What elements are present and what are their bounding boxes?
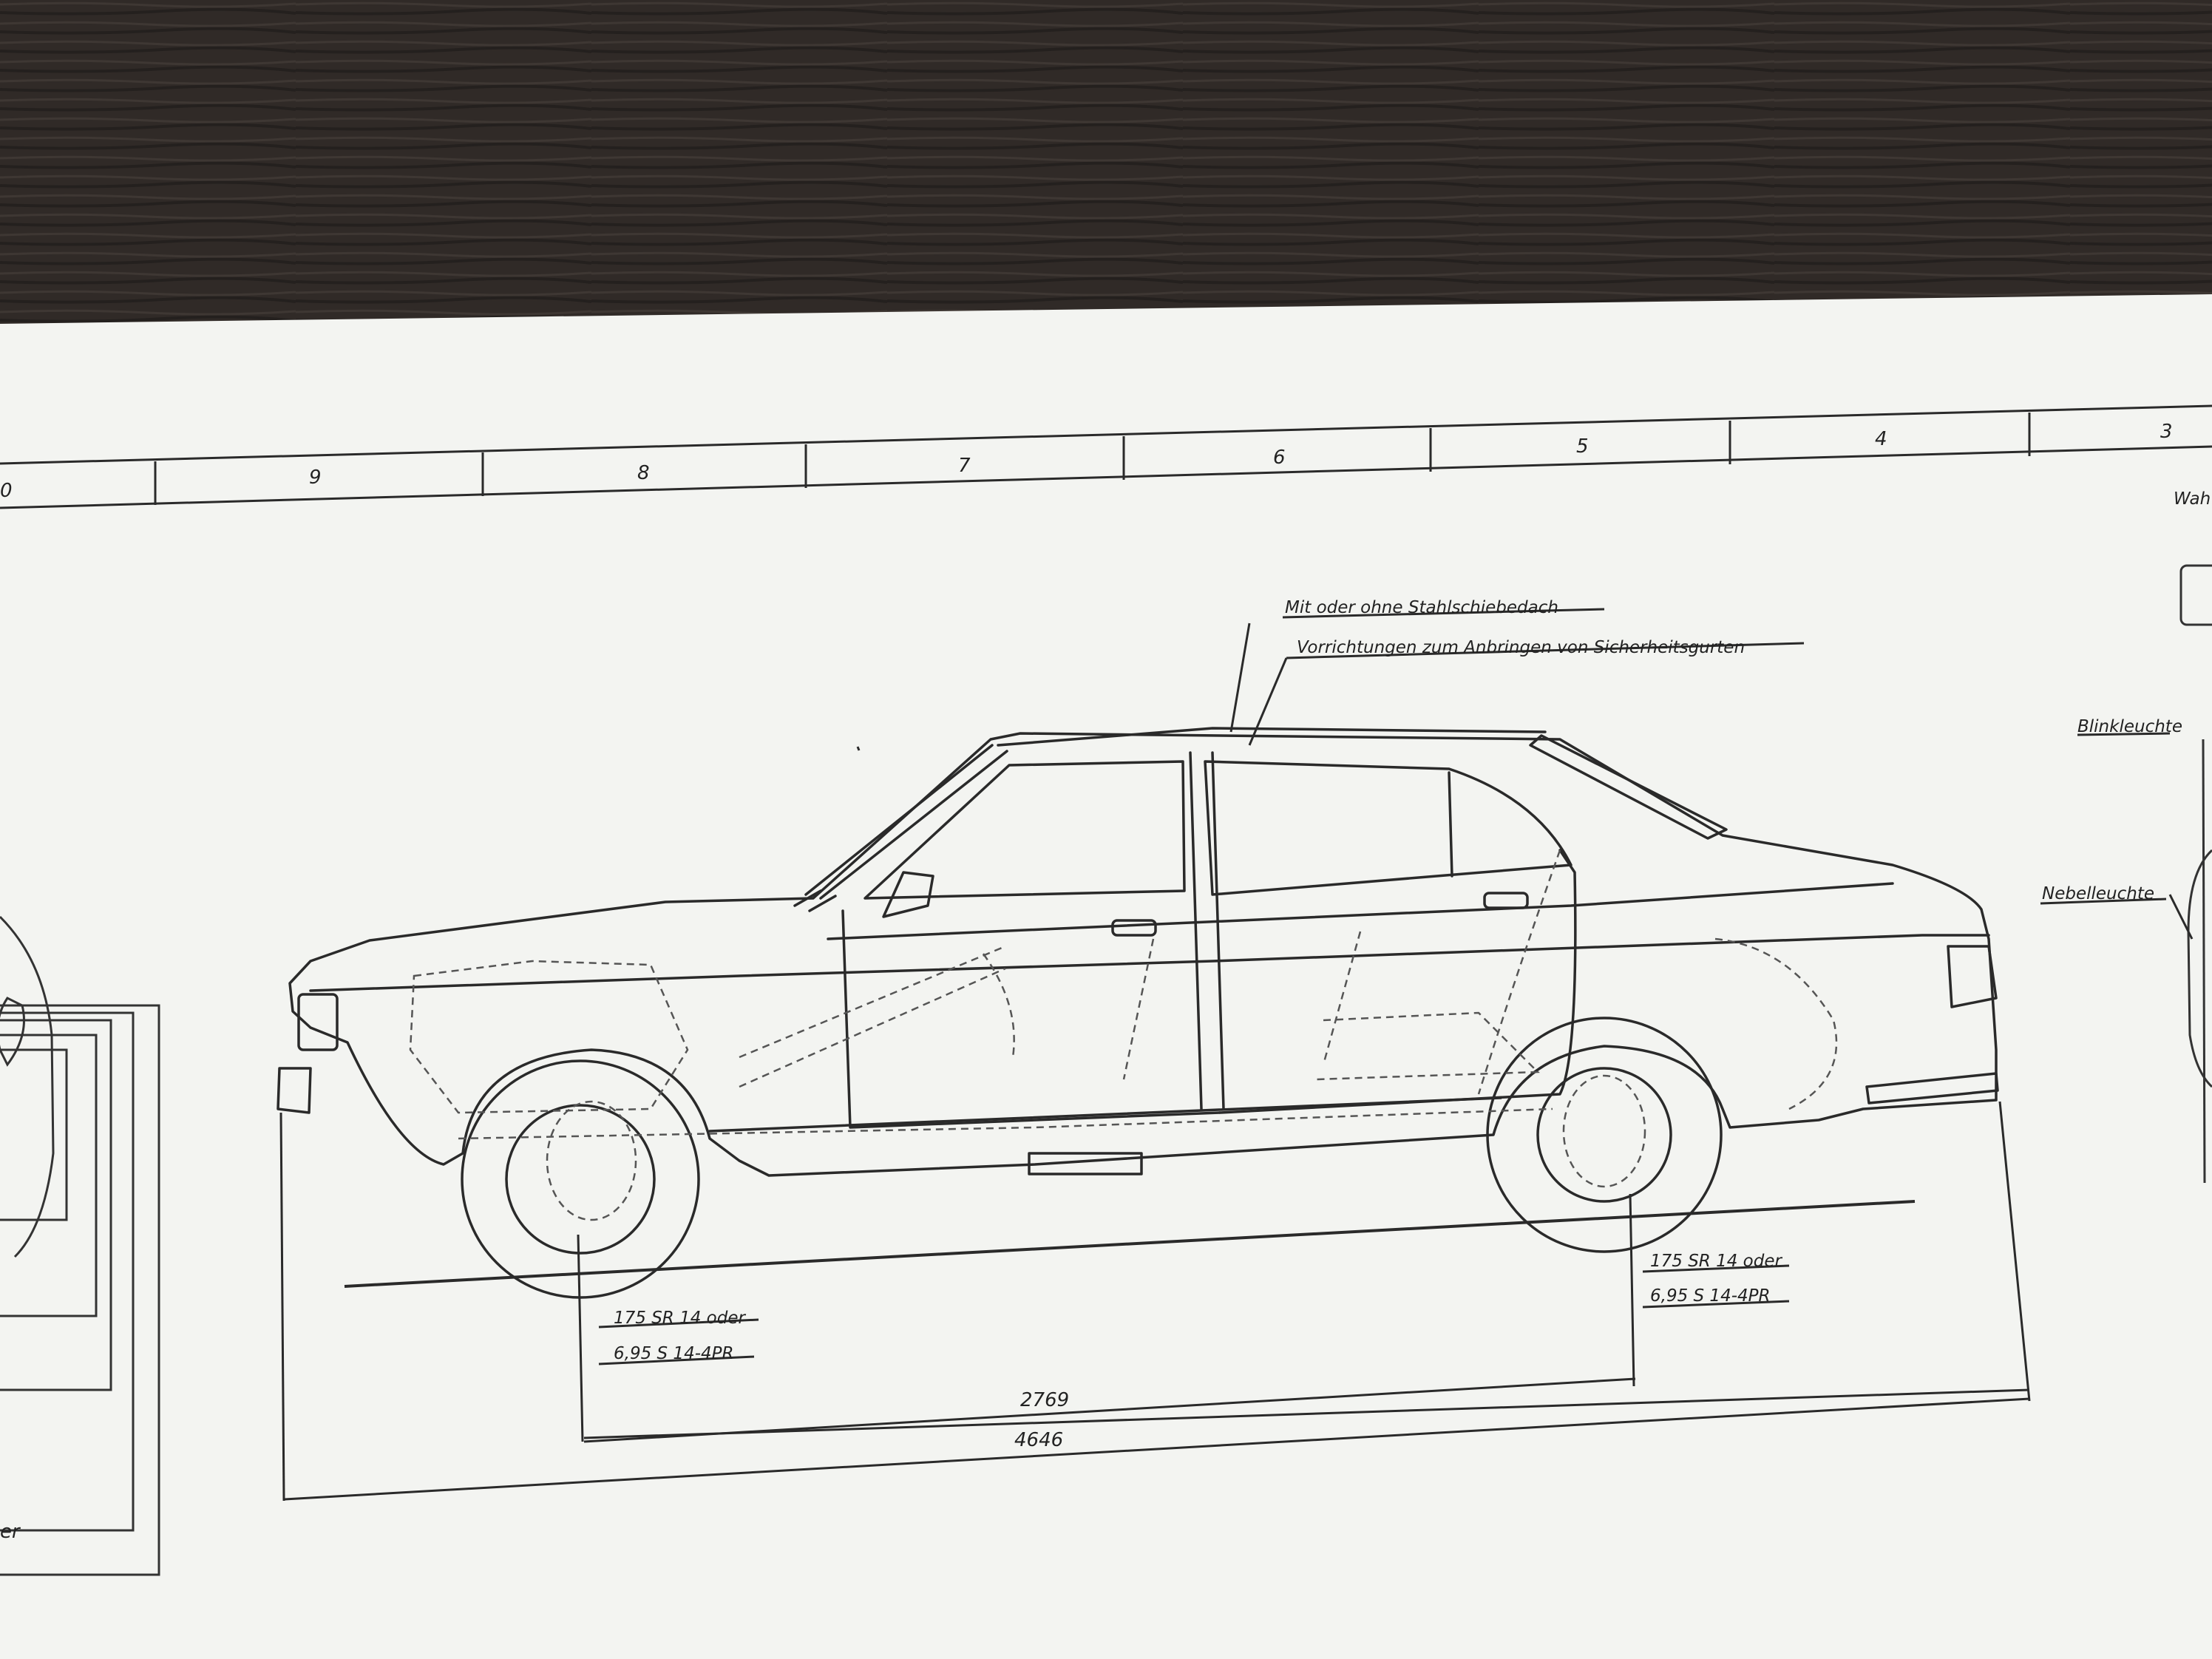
rear-light xyxy=(1947,945,1998,1008)
callout-blinker: Blinkleuchte xyxy=(2077,717,2182,736)
internal-components xyxy=(409,849,1838,1221)
zone-strip xyxy=(0,404,2212,509)
front-tyre-label-1: 175 SR 14 oder xyxy=(614,1309,747,1328)
overall-length-dimension xyxy=(284,1397,2030,1501)
rear-tyre-label-1: 175 SR 14 oder xyxy=(1650,1252,1783,1271)
headlight xyxy=(297,993,339,1051)
body-outline xyxy=(288,732,1998,1177)
rear-tyre xyxy=(1486,1017,1723,1253)
dimension-lines xyxy=(279,746,2031,1502)
overall-length-value: 4646 xyxy=(1014,1429,1063,1451)
partial-label-left: er xyxy=(0,1521,21,1543)
front-view-partial xyxy=(0,915,160,1576)
zone-number: 6 xyxy=(1273,447,1286,469)
ground-line xyxy=(344,1200,1916,1288)
callout-fog-light: Nebelleuchte xyxy=(2042,884,2154,903)
callout-leaders xyxy=(1229,608,2194,940)
rear-tyre-label-2: 6,95 S 14-4PR xyxy=(1650,1286,1770,1306)
table-surface xyxy=(0,0,2212,347)
zone-number: 9 xyxy=(309,467,322,489)
front-window xyxy=(864,760,1186,900)
front-tyre-label-2: 6,95 S 14-4PR xyxy=(614,1344,733,1363)
car-side-view xyxy=(276,727,1999,1299)
zone-number: 5 xyxy=(1576,435,1589,458)
zone-number: 4 xyxy=(1875,428,1887,450)
wheelbase-value: 2769 xyxy=(1020,1389,1069,1411)
partial-label-right: Wah xyxy=(2174,489,2211,509)
zone-number: 0 xyxy=(0,480,13,502)
callout-seatbelts: Vorrichtungen zum Anbringen von Sicherhe… xyxy=(1297,638,1745,657)
rear-window xyxy=(1204,760,1573,896)
zone-number: 8 xyxy=(637,462,650,484)
zone-number: 7 xyxy=(958,455,971,477)
paper-sheet xyxy=(0,294,2212,1659)
zone-number: 3 xyxy=(2160,421,2173,443)
callout-sunroof: Mit oder ohne Stahlschiebedach xyxy=(1285,598,1558,617)
